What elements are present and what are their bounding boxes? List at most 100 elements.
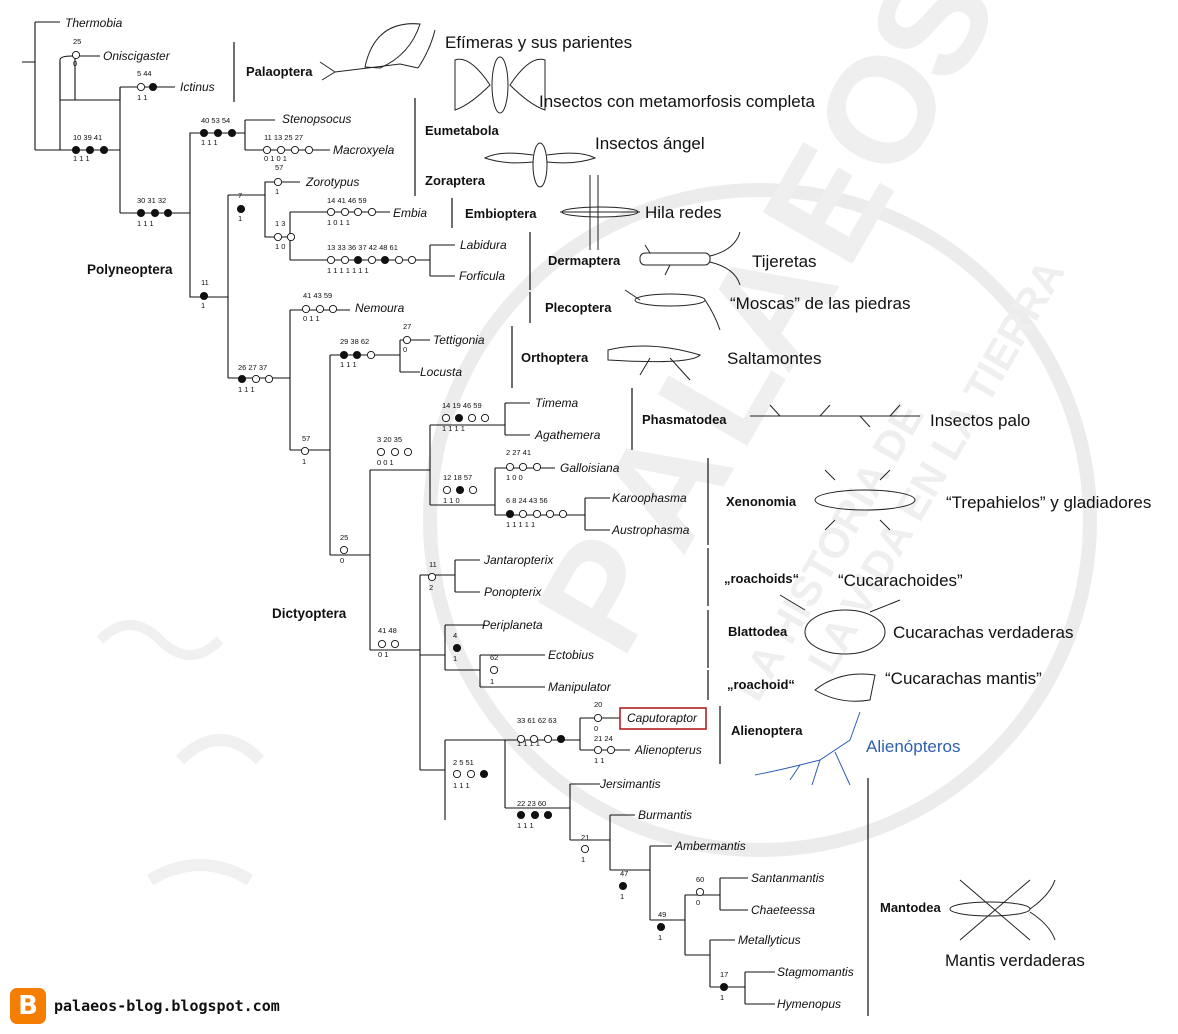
character-node: 112 xyxy=(427,560,437,592)
group-label: Palaoptera xyxy=(246,64,313,79)
character-node: 571 xyxy=(273,163,283,196)
taxon-label: Burmantis xyxy=(638,808,692,822)
taxon-label: Agathemera xyxy=(534,428,601,442)
character-nodes: 250 5 441 1 10 39 411 1 1 40 53 541 1 1 … xyxy=(71,37,728,1002)
common-name: “Trepahielos” y gladiadores xyxy=(946,493,1151,512)
svg-text:1: 1 xyxy=(275,187,279,196)
common-name: “Moscas” de las piedras xyxy=(730,294,910,313)
character-node: 14 41 46 591 0 1 1 xyxy=(326,196,377,227)
character-node: 571 xyxy=(300,434,310,466)
group-label: Alienoptera xyxy=(731,723,803,738)
character-node: 600 xyxy=(695,875,704,907)
character-node: 41 xyxy=(452,631,462,663)
svg-text:1 0 1 1: 1 0 1 1 xyxy=(327,218,350,227)
common-name: Insectos palo xyxy=(930,411,1030,430)
taxon-label: Caputoraptor xyxy=(627,711,698,725)
svg-text:1 1 1 1: 1 1 1 1 xyxy=(442,424,465,433)
svg-text:33 61 62 63: 33 61 62 63 xyxy=(517,716,557,725)
character-node: 621 xyxy=(489,653,498,686)
common-name: “Cucarachoides” xyxy=(838,571,963,590)
taxon-label: Nemoura xyxy=(355,301,405,315)
svg-text:1: 1 xyxy=(453,654,457,663)
svg-text:1 1 1 1: 1 1 1 1 xyxy=(517,739,540,748)
taxon-label: Periplaneta xyxy=(482,618,543,632)
taxon-label: Oniscigaster xyxy=(103,49,171,63)
svg-text:25: 25 xyxy=(340,533,348,542)
taxon-label: Alienopterus xyxy=(634,743,702,757)
character-node: 14 19 46 59 1 1 1 1 xyxy=(441,401,490,433)
taxon-label: Santanmantis xyxy=(751,871,824,885)
svg-text:10 39 41: 10 39 41 xyxy=(73,133,102,142)
taxon-label: Metallyticus xyxy=(738,933,801,947)
svg-text:1 1: 1 1 xyxy=(137,93,147,102)
svg-text:41 43 59: 41 43 59 xyxy=(303,291,332,300)
svg-text:62: 62 xyxy=(490,653,498,662)
mantis-icon xyxy=(949,879,1056,941)
character-node: 200 xyxy=(593,700,602,733)
ice-crawler-icon xyxy=(814,469,916,531)
group-label: „roachoid“ xyxy=(727,677,795,692)
taxon-label: Stenopsocus xyxy=(282,112,351,126)
character-node: 11 13 25 270 1 0 1 xyxy=(262,133,314,163)
svg-text:4: 4 xyxy=(453,631,457,640)
svg-text:49: 49 xyxy=(658,910,666,919)
group-label: Plecoptera xyxy=(545,300,612,315)
taxon-label: Zorotypus xyxy=(305,175,359,189)
svg-text:27: 27 xyxy=(403,322,411,331)
blogger-icon[interactable]: B xyxy=(10,988,46,1024)
svg-text:1 1 1: 1 1 1 xyxy=(238,385,255,394)
character-node: 111 xyxy=(199,278,209,310)
group-label: Phasmatodea xyxy=(642,412,727,427)
svg-text:21: 21 xyxy=(581,833,589,842)
svg-text:13 33 36 37 42 48 61: 13 33 36 37 42 48 61 xyxy=(327,243,398,252)
character-node: 29 38 621 1 1 xyxy=(339,337,376,369)
character-node: 71 xyxy=(236,191,246,223)
character-node: 27 0 xyxy=(402,322,411,354)
polyneoptera-label: Polyneoptera xyxy=(87,262,173,277)
svg-text:26 27 37: 26 27 37 xyxy=(238,363,267,372)
taxon-label: Hymenopus xyxy=(777,997,841,1011)
blog-url-link[interactable]: palaeos-blog.blogspot.com xyxy=(54,997,280,1015)
dictyoptera-label: Dictyoptera xyxy=(272,606,347,621)
common-name: Insectos con metamorfosis completa xyxy=(539,92,815,111)
taxon-label: Embia xyxy=(393,206,427,220)
taxon-label: Ponopterix xyxy=(484,585,542,599)
stonefly-icon xyxy=(624,289,721,331)
character-node: 3 20 35 0 0 1 xyxy=(376,435,413,467)
svg-text:2 27 41: 2 27 41 xyxy=(506,448,531,457)
common-name: Alienópteros xyxy=(866,737,961,756)
svg-text:1: 1 xyxy=(302,457,306,466)
character-node: 40 53 541 1 1 xyxy=(199,116,237,147)
group-label: Blattodea xyxy=(728,624,788,639)
taxon-label: Jantaropterix xyxy=(483,553,554,567)
common-name: Mantis verdaderas xyxy=(945,951,1085,970)
taxon-label: Ambermantis xyxy=(674,839,746,853)
svg-text:2: 2 xyxy=(429,583,433,592)
character-node: 6 8 24 43 561 1 1 1 1 xyxy=(505,496,568,529)
svg-text:0: 0 xyxy=(403,345,407,354)
taxon-label: Austrophasma xyxy=(611,523,690,537)
taxon-label: Chaeteessa xyxy=(751,903,815,917)
tree-branches xyxy=(22,21,775,1005)
common-name: Cucarachas verdaderas xyxy=(893,623,1073,642)
svg-text:3 20 35: 3 20 35 xyxy=(377,435,402,444)
taxon-label: Tettigonia xyxy=(433,333,485,347)
svg-text:1: 1 xyxy=(238,214,242,223)
svg-text:40 53 54: 40 53 54 xyxy=(201,116,230,125)
svg-text:1 1 1: 1 1 1 xyxy=(137,219,154,228)
svg-text:11: 11 xyxy=(201,278,209,287)
group-label: Embioptera xyxy=(465,206,537,221)
svg-text:14 19 46 59: 14 19 46 59 xyxy=(442,401,482,410)
svg-text:25: 25 xyxy=(73,37,81,46)
taxon-label: Karoophasma xyxy=(612,491,687,505)
character-node: 1 31 0 xyxy=(273,219,296,251)
svg-text:1 0: 1 0 xyxy=(275,242,285,251)
svg-text:2 5 51: 2 5 51 xyxy=(453,758,474,767)
character-node: 471 xyxy=(618,869,628,901)
svg-text:0 0 1: 0 0 1 xyxy=(377,458,394,467)
common-name: Insectos ángel xyxy=(595,134,705,153)
svg-text:1 1 1: 1 1 1 xyxy=(453,781,470,790)
svg-text:1: 1 xyxy=(658,933,662,942)
svg-text:1: 1 xyxy=(201,301,205,310)
